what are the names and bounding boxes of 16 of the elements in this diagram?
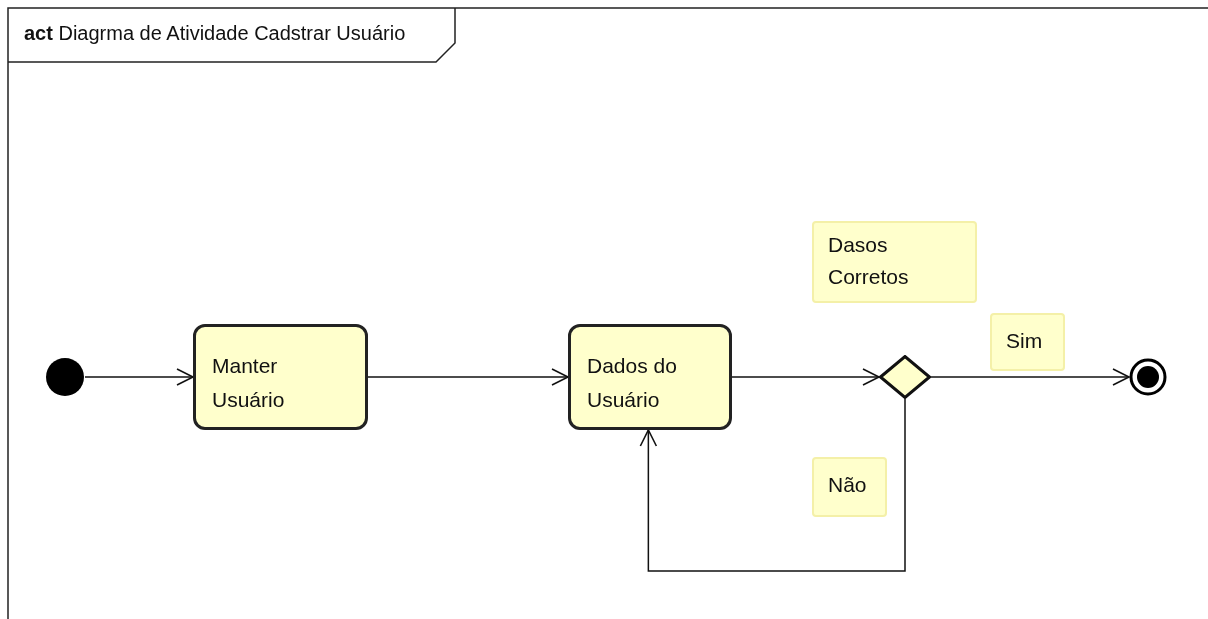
- control-flow-arrow: [930, 368, 1130, 386]
- guard-note: Dasos Corretos: [812, 221, 977, 303]
- control-flow-arrow: [731, 368, 880, 386]
- control-flow-arrow: [639, 398, 906, 572]
- guard-label: Não: [812, 457, 887, 517]
- control-flow-arrow: [84, 368, 194, 386]
- final-node: [1129, 358, 1167, 396]
- action-box: [568, 324, 732, 430]
- action-label: Dados do Usuário: [587, 353, 678, 413]
- frame-title: act Diagrma de Atividade Cadstrar Usuário: [24, 22, 406, 45]
- initial-node: [45, 357, 85, 397]
- decision-diamond: [879, 355, 931, 399]
- action-box: [193, 324, 368, 430]
- action-label: Manter Usuário: [212, 353, 286, 413]
- guard-label: Sim: [990, 313, 1065, 371]
- control-flow-arrow: [367, 368, 569, 386]
